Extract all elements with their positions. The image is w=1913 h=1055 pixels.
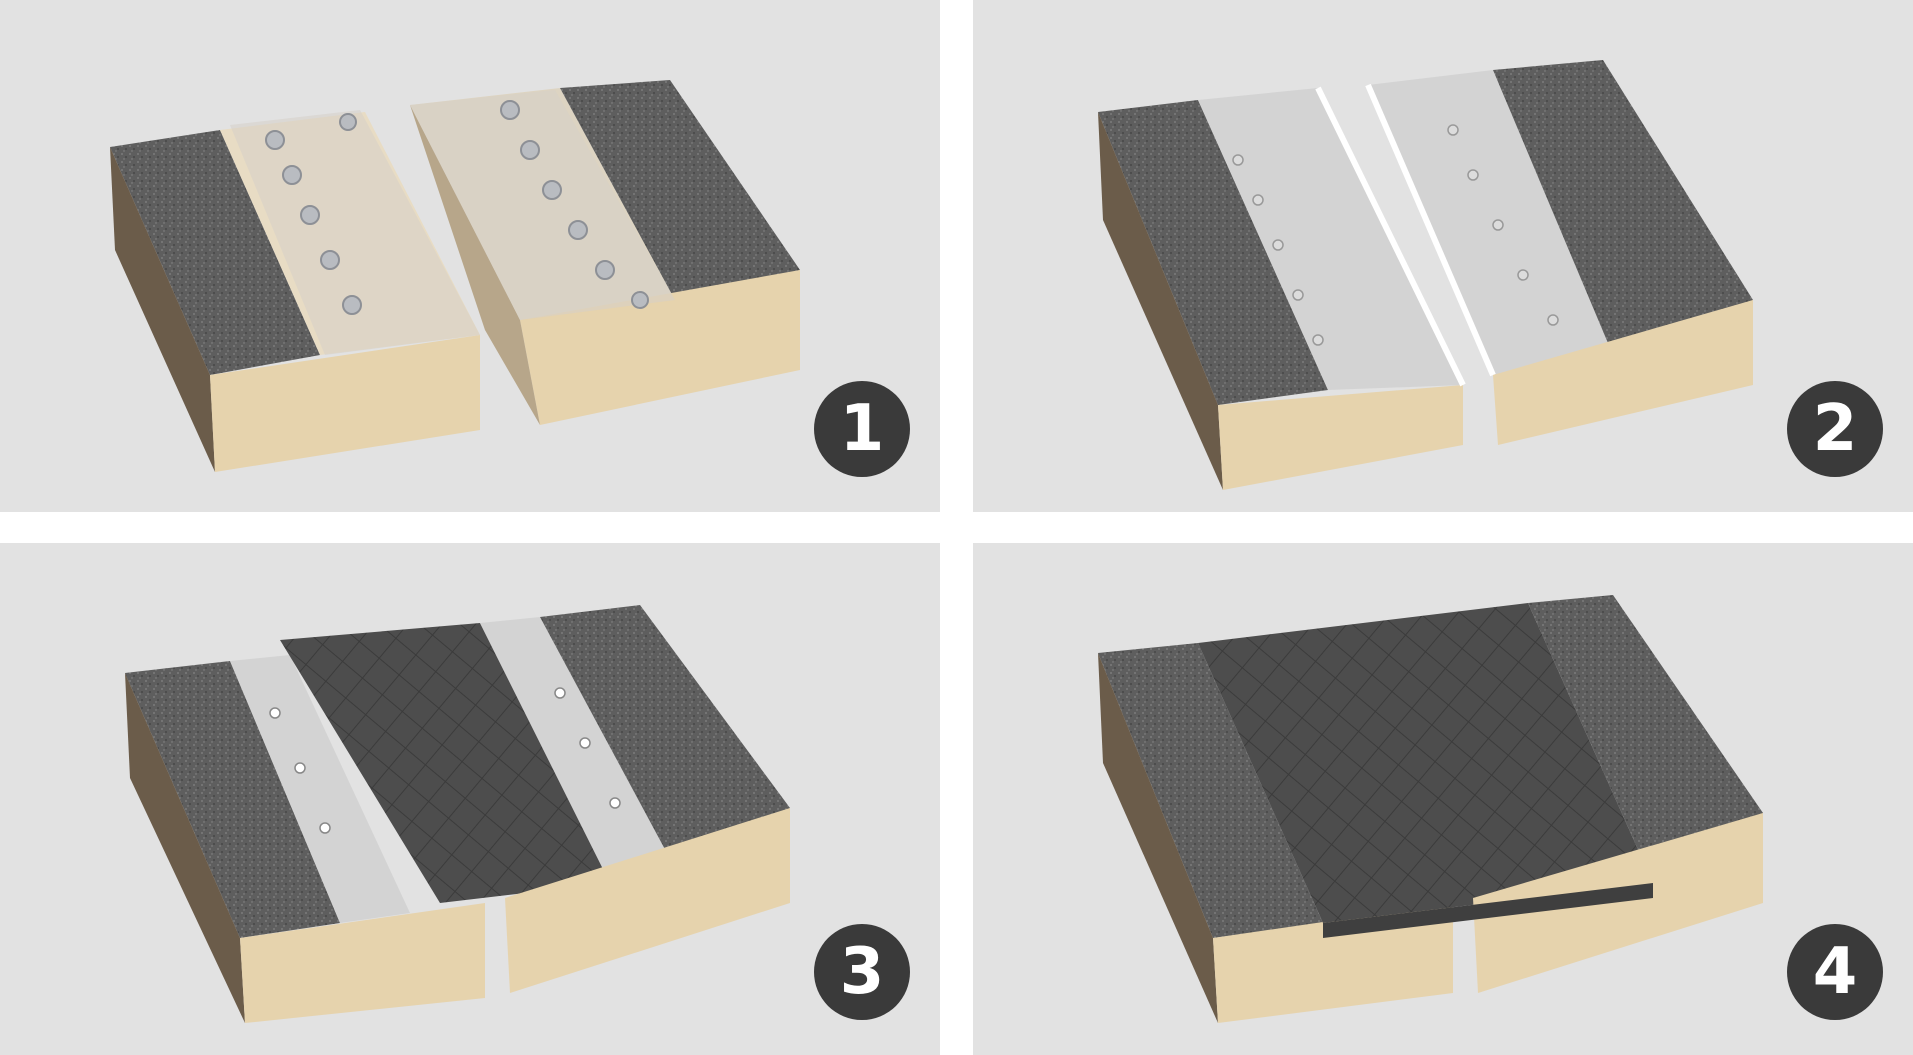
left-asphalt-surface xyxy=(1098,643,1323,938)
cover-plate xyxy=(280,623,610,903)
step-3-panel: 3 xyxy=(0,543,940,1055)
left-concrete-block xyxy=(1213,903,1453,1023)
left-base-plate xyxy=(230,655,410,923)
right-asphalt-surface xyxy=(560,80,800,300)
step-4-panel: 4 xyxy=(973,543,1913,1055)
step-1-panel: 1 xyxy=(0,0,940,512)
step-number-badge: 3 xyxy=(814,924,910,1020)
left-concrete-block xyxy=(210,335,480,472)
right-concrete-block xyxy=(505,808,790,993)
cover-plate xyxy=(1198,603,1653,923)
step-number-badge: 4 xyxy=(1787,924,1883,1020)
step-2-illustration xyxy=(1098,60,1753,490)
right-base-plate xyxy=(1368,70,1613,375)
right-asphalt-surface xyxy=(540,605,790,868)
left-asphalt-surface xyxy=(110,130,320,375)
step-2-panel: 2 xyxy=(973,0,1913,512)
right-asphalt-surface xyxy=(1528,595,1763,883)
step-4-illustration xyxy=(1098,595,1763,1023)
step-3-illustration xyxy=(125,605,790,1023)
left-concrete-block xyxy=(1218,385,1463,490)
step-number-badge: 1 xyxy=(814,381,910,477)
left-concrete-block xyxy=(240,903,485,1023)
left-base-plate xyxy=(1198,88,1463,390)
right-concrete-block xyxy=(1493,300,1753,445)
left-asphalt-surface xyxy=(1098,100,1328,405)
right-concrete-block xyxy=(1473,813,1763,993)
step-number-badge: 2 xyxy=(1787,381,1883,477)
left-asphalt-surface xyxy=(125,661,340,938)
right-base-plate xyxy=(480,617,675,883)
step-1-illustration xyxy=(110,80,800,472)
right-asphalt-surface xyxy=(1493,60,1753,355)
